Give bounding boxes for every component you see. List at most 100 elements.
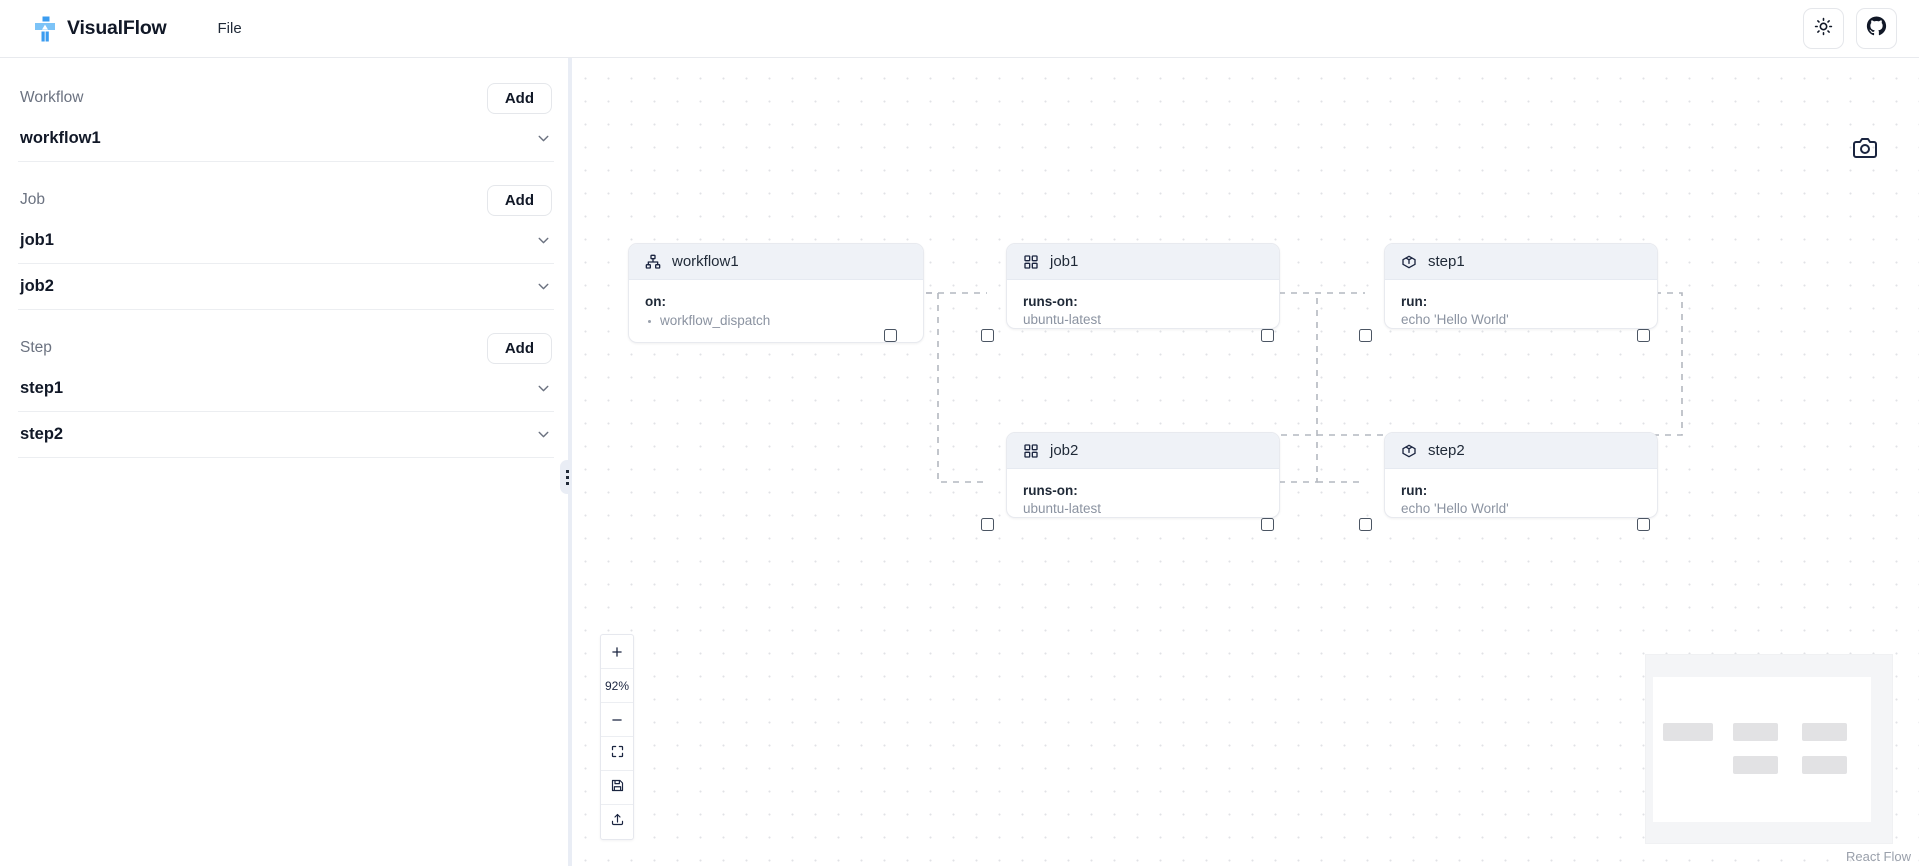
- zoom-level-label: 92%: [601, 669, 633, 703]
- chevron-down-icon: [535, 130, 552, 147]
- export-button[interactable]: [601, 805, 633, 839]
- node-job1[interactable]: job1 runs-on: ubuntu-latest: [1006, 243, 1280, 329]
- sidebar-item-label: step2: [20, 425, 64, 443]
- section-header-workflow: Workflow Add: [18, 80, 554, 116]
- sidebar-resizer[interactable]: [560, 58, 572, 866]
- save-button[interactable]: [601, 771, 633, 805]
- sidebar-item-label: job1: [20, 231, 54, 249]
- drag-grip-icon[interactable]: [560, 460, 572, 494]
- node-value: echo 'Hello World': [1401, 501, 1509, 517]
- spacer: [18, 162, 554, 182]
- node-body: runs-on: ubuntu-latest: [1007, 469, 1279, 517]
- section-label-step: Step: [20, 339, 52, 356]
- node-title: job1: [1050, 253, 1079, 270]
- handle-step1-source[interactable]: [1637, 329, 1650, 342]
- minimap-viewport: [1653, 677, 1871, 822]
- grid-squares-icon: [1023, 254, 1039, 270]
- section-header-step: Step Add: [18, 330, 554, 366]
- chevron-down-icon: [535, 232, 552, 249]
- node-value: ubuntu-latest: [1023, 312, 1102, 328]
- minimap-node: [1663, 723, 1713, 741]
- hierarchy-icon: [645, 254, 661, 270]
- sidebar-item-label: step1: [20, 379, 64, 397]
- sidebar-item-step1[interactable]: step1: [18, 366, 554, 412]
- handle-job1-source[interactable]: [1261, 329, 1274, 342]
- flow-canvas[interactable]: workflow1 on: workflow_dispatch: [572, 58, 1919, 866]
- minimap-node: [1733, 723, 1778, 741]
- flow-controls: 92%: [600, 634, 634, 840]
- node-body: runs-on: ubuntu-latest: [1007, 280, 1279, 328]
- add-workflow-button[interactable]: Add: [486, 82, 552, 114]
- top-bar-actions: [1803, 8, 1897, 49]
- add-job-button[interactable]: Add: [486, 184, 552, 216]
- sidebar-item-label: job2: [20, 277, 54, 295]
- handle-step2-target[interactable]: [1359, 518, 1372, 531]
- grid-squares-icon: [1023, 443, 1039, 459]
- handle-step2-source[interactable]: [1637, 518, 1650, 531]
- sun-icon: [1814, 17, 1833, 41]
- github-icon: [1866, 15, 1887, 42]
- handle-job2-target[interactable]: [981, 518, 994, 531]
- github-link-button[interactable]: [1856, 8, 1897, 49]
- node-step2[interactable]: step2 run: echo 'Hello World': [1384, 432, 1658, 518]
- sidebar-item-step2[interactable]: step2: [18, 412, 554, 458]
- node-body: on: workflow_dispatch: [629, 280, 923, 342]
- main-body: Workflow Add workflow1 Job Add job1: [0, 58, 1919, 866]
- node-header: job1: [1007, 244, 1279, 280]
- chevron-down-icon: [535, 380, 552, 397]
- camera-icon[interactable]: [1853, 136, 1877, 160]
- minimap-node: [1733, 756, 1778, 774]
- handle-job1-target[interactable]: [981, 329, 994, 342]
- node-key: on:: [645, 294, 666, 309]
- node-value: echo 'Hello World': [1401, 312, 1509, 328]
- node-key: run:: [1401, 294, 1428, 309]
- node-title: job2: [1050, 442, 1079, 459]
- handle-job2-source[interactable]: [1261, 518, 1274, 531]
- zoom-in-button[interactable]: [601, 635, 633, 669]
- node-workflow1[interactable]: workflow1 on: workflow_dispatch: [628, 243, 924, 343]
- node-step1[interactable]: step1 run: echo 'Hello World': [1384, 243, 1658, 329]
- brand-name: VisualFlow: [67, 17, 167, 39]
- chevron-down-icon: [535, 426, 552, 443]
- menu-file[interactable]: File: [217, 20, 242, 37]
- section-label-job: Job: [20, 191, 45, 208]
- flow-logo-icon: [34, 16, 56, 42]
- sidebar-item-job2[interactable]: job2: [18, 264, 554, 310]
- node-body: run: echo 'Hello World': [1385, 469, 1657, 517]
- node-header: step1: [1385, 244, 1657, 280]
- theme-toggle-button[interactable]: [1803, 8, 1844, 49]
- minimap-node: [1802, 723, 1847, 741]
- zoom-out-button[interactable]: [601, 703, 633, 737]
- list-item: workflow_dispatch: [645, 312, 907, 331]
- chevron-down-icon: [535, 278, 552, 295]
- node-value-list: workflow_dispatch: [645, 312, 907, 331]
- add-step-button[interactable]: Add: [486, 332, 552, 364]
- fit-view-icon: [610, 744, 625, 764]
- sidebar-item-workflow1[interactable]: workflow1: [18, 116, 554, 162]
- node-title: step2: [1428, 442, 1465, 459]
- cube-icon: [1401, 254, 1417, 270]
- menu-bar: File: [207, 14, 253, 43]
- node-header: workflow1: [629, 244, 923, 280]
- minimap[interactable]: [1645, 654, 1893, 844]
- section-label-workflow: Workflow: [20, 89, 84, 106]
- node-key: run:: [1401, 483, 1428, 498]
- handle-step1-target[interactable]: [1359, 329, 1372, 342]
- save-icon: [610, 778, 625, 798]
- node-value: ubuntu-latest: [1023, 501, 1102, 517]
- sidebar: Workflow Add workflow1 Job Add job1: [0, 58, 572, 866]
- handle-workflow1-source[interactable]: [884, 329, 897, 342]
- top-bar: VisualFlow File: [0, 0, 1919, 58]
- node-job2[interactable]: job2 runs-on: ubuntu-latest: [1006, 432, 1280, 518]
- sidebar-item-label: workflow1: [20, 129, 101, 147]
- sidebar-item-job1[interactable]: job1: [18, 218, 554, 264]
- spacer: [18, 310, 554, 330]
- export-icon: [610, 812, 625, 832]
- node-title: step1: [1428, 253, 1465, 270]
- node-body: run: echo 'Hello World': [1385, 280, 1657, 328]
- fit-view-button[interactable]: [601, 737, 633, 771]
- brand[interactable]: VisualFlow: [34, 16, 167, 42]
- react-flow-attribution[interactable]: React Flow: [1845, 849, 1911, 864]
- node-header: step2: [1385, 433, 1657, 469]
